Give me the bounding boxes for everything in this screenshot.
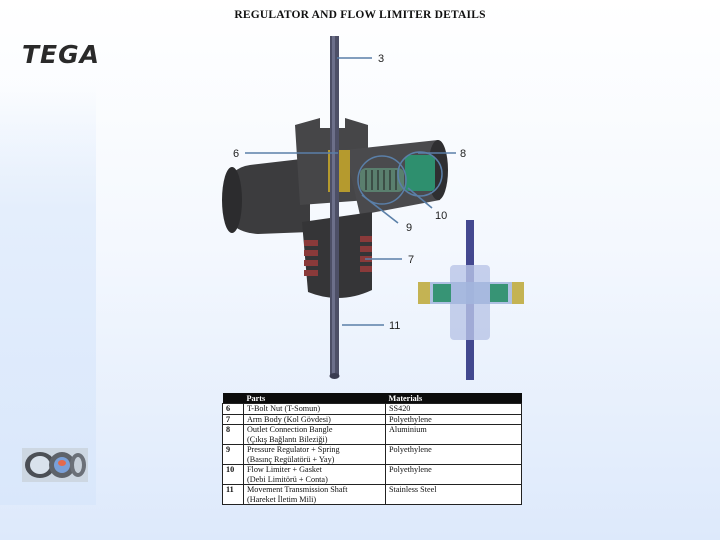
part-name: Movement Transmission Shaft [247,485,348,494]
row-part: Outlet Connection Bangle(Çıkış Bağlantı … [243,424,386,445]
regulator-spring [360,168,404,192]
row-number: 7 [222,413,244,425]
row-material: SS420 [385,403,522,415]
row-material: Stainless Steel [385,484,522,505]
header-materials: Materials [385,393,522,404]
table-row: 10 Flow Limiter + Gasket(Debi Limitörü +… [222,464,522,485]
callout-8: 8 [460,148,466,160]
callout-11: 11 [389,320,400,332]
row-number: 6 [222,403,244,415]
row-material: Polyethylene [385,464,522,485]
bearing-thumbnail [22,448,88,482]
callout-6: 6 [233,148,239,160]
header-number [222,393,244,404]
part-name: Pressure Regulator + Spring [247,445,340,454]
part-name: Flow Limiter + Gasket [247,465,322,474]
part-name-tr: (Hareket İletim Mili) [247,494,317,504]
row-part: T-Bolt Nut (T-Somun) [243,403,386,415]
inlet-pipe [228,158,310,234]
row-part: Flow Limiter + Gasket(Debi Limitörü + Co… [243,464,386,485]
parts-table-header: Parts Materials [222,393,522,404]
part-name-tr: (Çıkış Bağlantı Bileziği) [247,434,328,444]
callout-10: 10 [435,210,447,222]
table-row: 7 Arm Body (Kol Gövdesi) Polyethylene [222,413,522,425]
row-number: 9 [222,444,244,465]
transparent-assembly [418,220,524,380]
parts-table: Parts Materials 6 T-Bolt Nut (T-Somun) S… [222,393,522,505]
row-material: Polyethylene [385,413,522,425]
sidebar-gradient [0,85,96,505]
row-material: Polyethylene [385,444,522,465]
table-row: 6 T-Bolt Nut (T-Somun) SS420 [222,403,522,415]
part-name: T-Bolt Nut (T-Somun) [247,404,321,413]
leader-line-9 [361,194,399,224]
callout-3: 3 [378,53,384,65]
row-number: 10 [222,464,244,485]
table-row: 11 Movement Transmission Shaft(Hareket İ… [222,484,522,505]
part-name: Arm Body (Kol Gövdesi) [247,414,331,424]
page-title: REGULATOR AND FLOW LIMITER DETAILS [234,9,486,21]
table-row: 9 Pressure Regulator + Spring(Basınç Reg… [222,444,522,465]
flow-limiter-part [405,155,435,191]
part-name: Outlet Connection Bangle [247,425,333,434]
row-material: Aluminium [385,424,522,445]
part-name-tr: (Debi Limitörü + Conta) [247,474,328,484]
row-number: 11 [222,484,244,505]
part-name-tr: (Basınç Regülatörü + Yay) [247,454,335,464]
row-part: Movement Transmission Shaft(Hareket İlet… [243,484,386,505]
assembly-drawing: 3 6 8 9 10 7 11 [222,36,524,380]
leader-line-10 [407,187,433,209]
table-row: 8 Outlet Connection Bangle(Çıkış Bağlant… [222,424,522,445]
row-part: Arm Body (Kol Gövdesi) [243,413,386,425]
row-part: Pressure Regulator + Spring(Basınç Regül… [243,444,386,465]
callout-7: 7 [408,254,414,266]
header-parts: Parts [243,393,386,404]
brand-logo: TEGA [22,40,100,69]
callout-9: 9 [406,222,412,234]
row-number: 8 [222,424,244,445]
